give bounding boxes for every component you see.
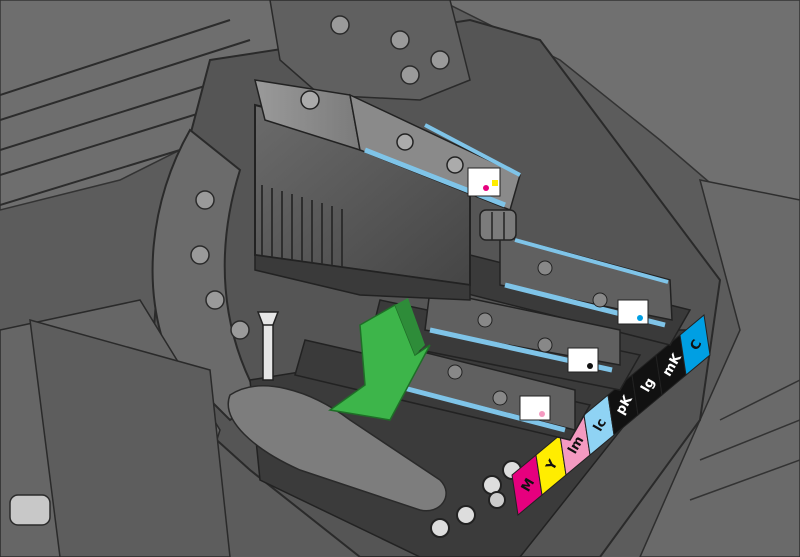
slot-label-lg: lg <box>631 354 663 416</box>
slot-label-text: lg <box>638 376 658 395</box>
printhead-m-y-inserting <box>253 79 521 301</box>
left-rail <box>0 19 251 206</box>
right-panel-lines <box>689 379 800 501</box>
cover-bolts <box>330 15 450 85</box>
slot-label-m: M <box>511 454 543 516</box>
right-side-panel <box>639 179 800 557</box>
slot-label-lc: lc <box>583 394 615 456</box>
carriage-top-cover <box>269 0 471 101</box>
latch-pin-head <box>256 311 280 326</box>
bumper-pad <box>227 385 447 512</box>
printhead-mk-c <box>459 234 692 346</box>
screw-cylinder <box>9 494 51 526</box>
down-arrow-icon <box>328 298 431 421</box>
latch-bolts <box>190 190 250 340</box>
housing-bracket <box>29 318 231 557</box>
slot-label-y: Y <box>535 434 567 496</box>
slot-label-mk: mK <box>655 334 687 396</box>
slot-label-pk: pK <box>607 374 639 436</box>
slot-label-c: C <box>679 314 711 376</box>
printhead-pk-lg <box>369 289 642 391</box>
slot-sockets <box>430 460 522 538</box>
